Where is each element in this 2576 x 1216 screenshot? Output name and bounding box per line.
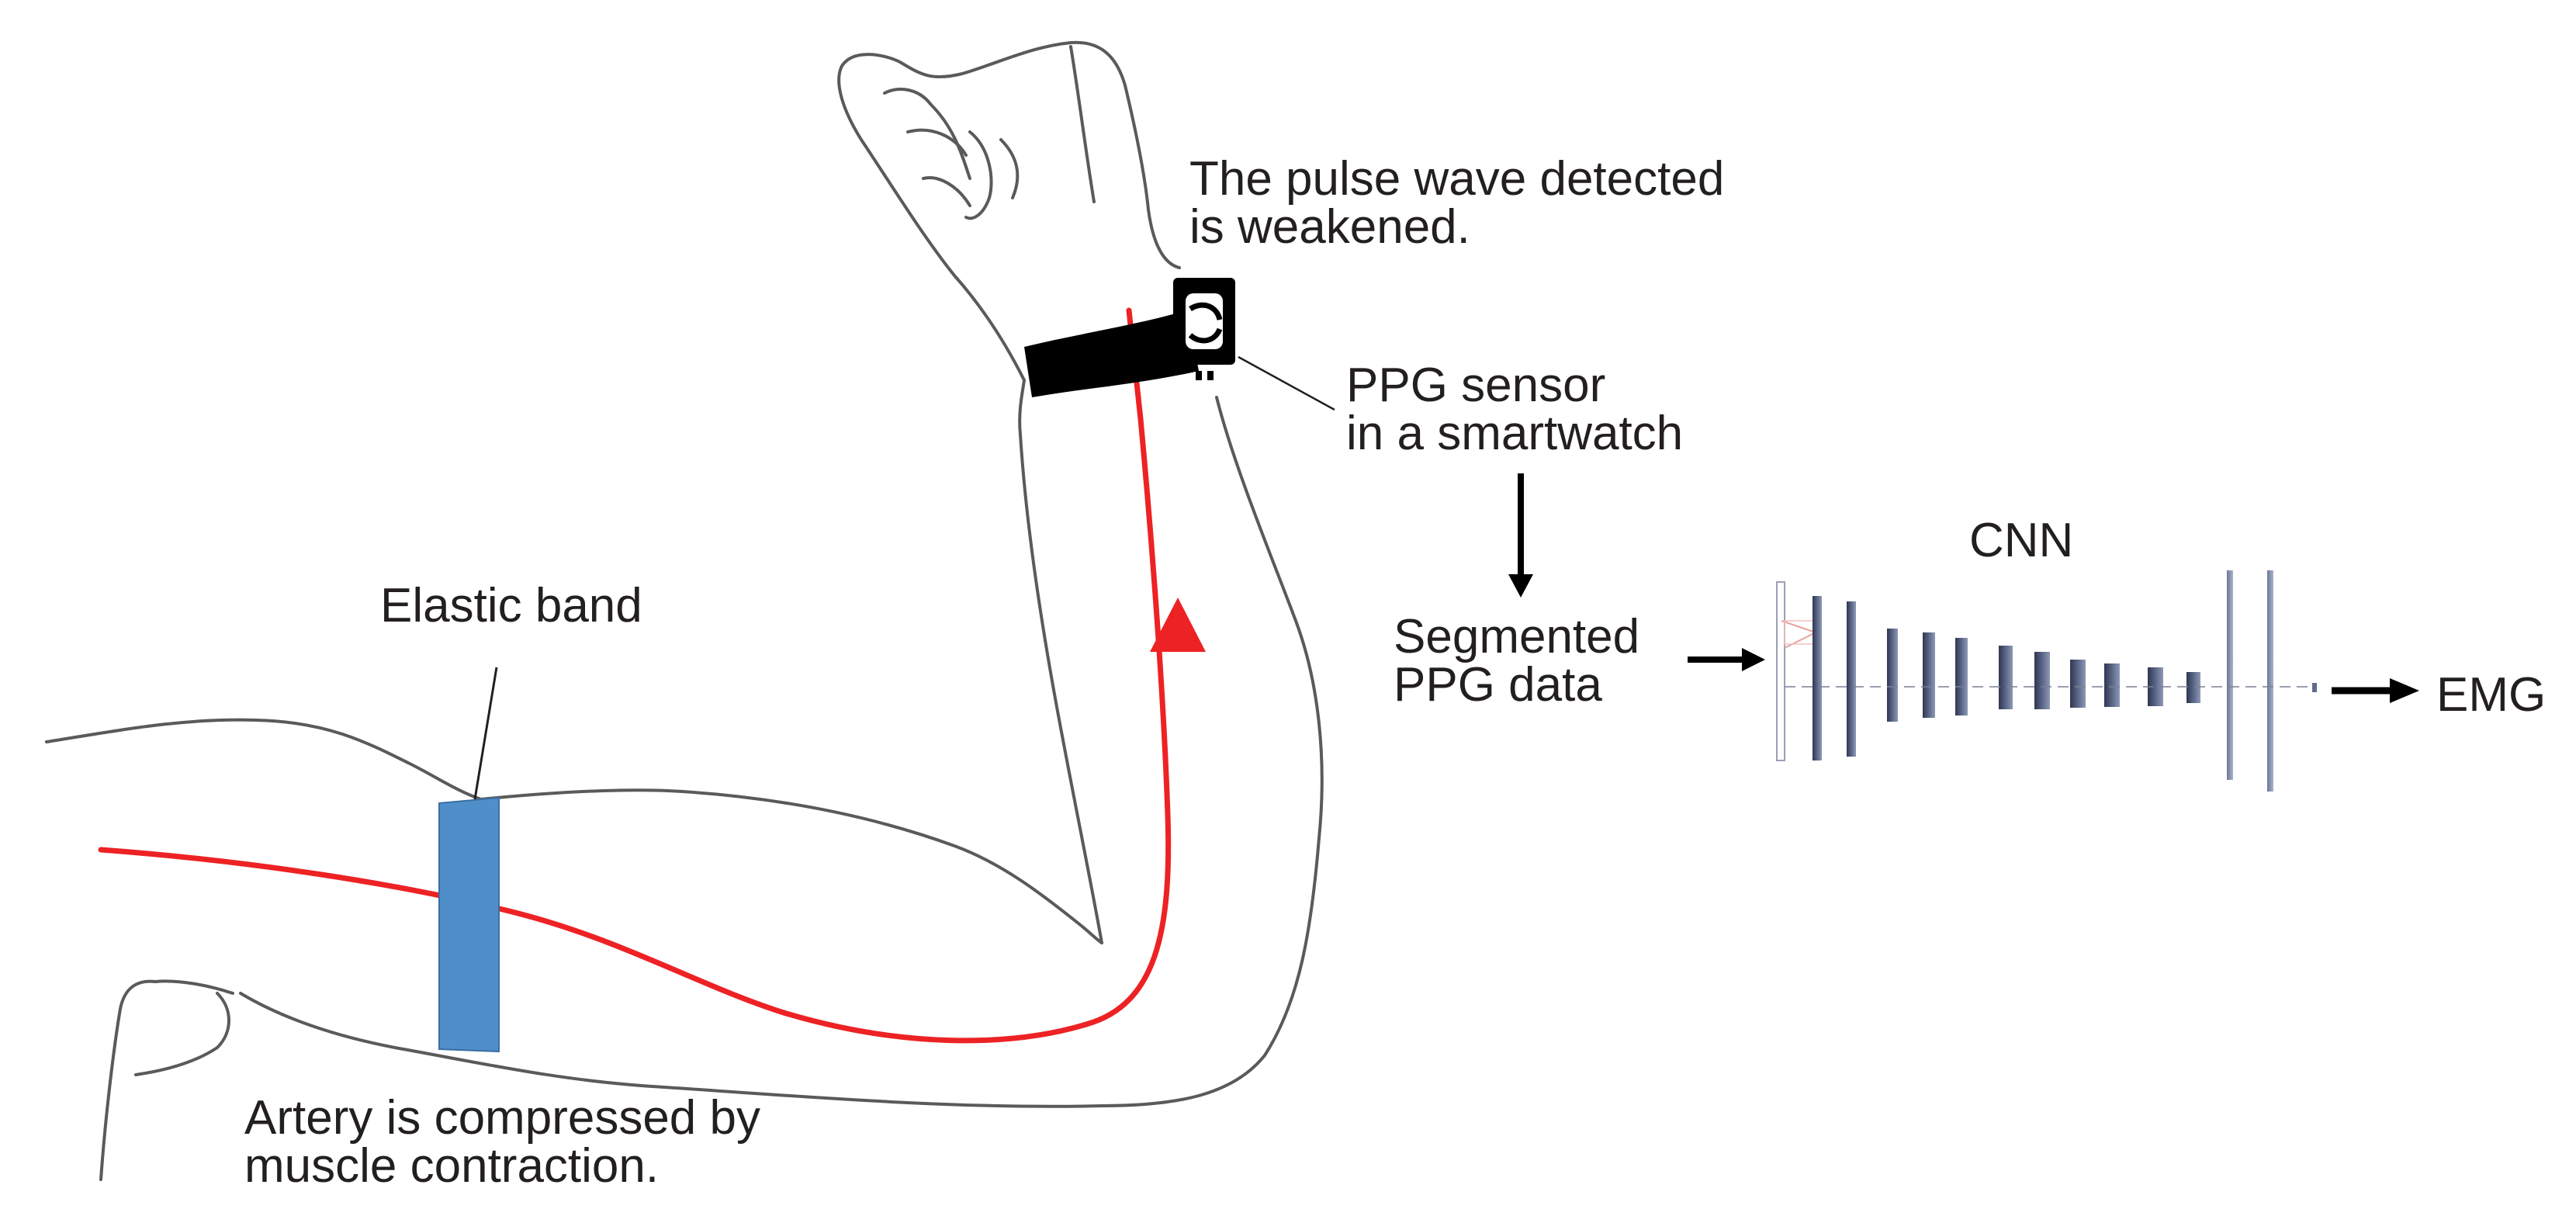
cnn-layer [1813, 596, 1822, 760]
ppg-sensor-line-1: PPG sensor [1346, 359, 1606, 412]
sensor-callout-line [1238, 355, 1335, 411]
cnn-dense-layer [2227, 570, 2233, 780]
arm-sketch [45, 40, 1324, 1181]
emg-text: EMG [2436, 668, 2547, 722]
artery-arrowhead [1150, 598, 1206, 652]
elastic-band [438, 796, 500, 1053]
cnn-layer [1955, 638, 1968, 715]
cnn-layer [2148, 667, 2163, 706]
cnn-layer [2104, 663, 2120, 707]
smartwatch-strap [1024, 310, 1199, 397]
artery-line-2: muscle contraction. [244, 1139, 660, 1193]
elastic-band-label: Elastic band [380, 582, 642, 630]
cnn-layer [2186, 672, 2200, 703]
down-arrow-head [1508, 574, 1533, 598]
elastic-band-text: Elastic band [380, 579, 642, 632]
cnn-label: CNN [1969, 517, 2073, 565]
pulse-wave-label: The pulse wave detected is weakened. [1189, 155, 1724, 251]
smartwatch-icon [1173, 278, 1235, 380]
segmented-line-2: PPG data [1394, 658, 1602, 712]
artery-line-1: Artery is compressed by [244, 1091, 760, 1145]
segmented-ppg-label: Segmented PPG data [1394, 613, 1639, 709]
emg-label: EMG [2436, 671, 2546, 719]
segmented-line-1: Segmented [1394, 610, 1640, 663]
ppg-sensor-label: PPG sensor in a smartwatch [1346, 362, 1683, 458]
cnn-text: CNN [1969, 514, 2074, 567]
input-arrow-head [1742, 648, 1765, 671]
band-callout-line [473, 667, 498, 800]
artery-line [98, 307, 1172, 1044]
cnn-layer [1923, 632, 1935, 718]
cnn-input-layer [1776, 581, 1785, 761]
cnn-layer [1999, 646, 2013, 709]
cnn-layer [1887, 629, 1898, 722]
cnn-layer [2070, 660, 2086, 708]
cnn-dense-layer [2267, 570, 2273, 792]
output-arrow-head [2390, 678, 2419, 703]
cnn-output-node [2312, 683, 2317, 692]
flow-arrows [1508, 473, 2419, 703]
artery-label: Artery is compressed by muscle contracti… [244, 1094, 760, 1190]
cnn-layer [2034, 652, 2050, 709]
ppg-sensor-line-2: in a smartwatch [1346, 407, 1684, 460]
pulse-wave-line-1: The pulse wave detected [1189, 152, 1725, 206]
cnn-network [1776, 570, 2317, 792]
pulse-wave-line-2: is weakened. [1189, 200, 1470, 254]
cnn-layer [1847, 601, 1856, 757]
